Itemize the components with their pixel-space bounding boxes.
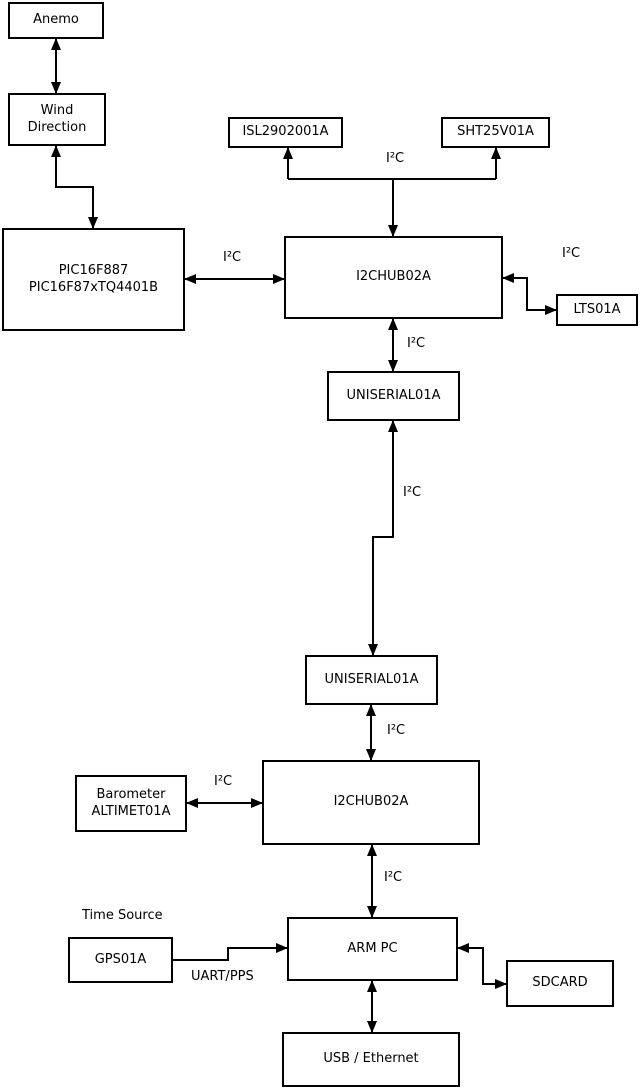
node-wind-direction-label-line2: Direction: [27, 119, 87, 135]
edge-gps-arm: [173, 943, 288, 961]
node-arm-pc-label: ARM PC: [347, 940, 398, 956]
edge-label-i2c-uniserial-hub2: I²C: [387, 723, 406, 738]
node-i2chub02a-bottom: I2CHUB02A: [262, 760, 480, 845]
edge-hub1-lts: [502, 273, 557, 315]
edge-arm-sdcard: [457, 943, 507, 989]
node-pic16f887: PIC16F887 PIC16F87xTQ4401B: [2, 228, 185, 331]
edge-wind-pic: [51, 145, 98, 229]
edge-uniserial-link: [368, 420, 398, 656]
node-uniserial01a-bottom: UNISERIAL01A: [305, 655, 438, 705]
node-anemo-label: Anemo: [33, 12, 79, 28]
node-anemo: Anemo: [8, 2, 104, 39]
edge-label-i2c-hub2-arm: I²C: [384, 870, 403, 885]
node-gps01a-label: GPS01A: [94, 951, 147, 967]
node-arm-pc: ARM PC: [287, 917, 458, 981]
node-barometer-label-line1: Barometer: [96, 786, 166, 802]
node-sdcard: SDCARD: [506, 960, 614, 1007]
edge-label-i2c-uniserial-link: I²C: [403, 485, 422, 500]
node-sdcard-label: SDCARD: [532, 975, 588, 991]
node-gps01a: GPS01A: [68, 937, 173, 983]
edge-label-time-source: Time Source: [82, 908, 163, 923]
edge-label-i2c-hub1-sensors: I²C: [386, 151, 405, 166]
node-pic16f887-label-line1: PIC16F887: [58, 262, 129, 278]
node-barometer-label-line2: ALTIMET01A: [91, 803, 171, 819]
node-usb-ethernet-label: USB / Ethernet: [323, 1051, 419, 1067]
node-lts01a-label: LTS01A: [573, 301, 621, 317]
node-isl2902001a-label: ISL2902001A: [242, 124, 329, 140]
node-uniserial01a-bottom-label: UNISERIAL01A: [324, 671, 419, 687]
node-wind-direction: Wind Direction: [8, 93, 106, 146]
edge-hub1-sensors: [283, 147, 501, 237]
node-barometer-altimet01a: Barometer ALTIMET01A: [75, 775, 187, 832]
node-sht25v01a-label: SHT25V01A: [457, 124, 534, 140]
edge-label-i2c-hub1-uniserial: I²C: [407, 336, 426, 351]
node-usb-ethernet: USB / Ethernet: [282, 1032, 460, 1087]
node-sht25v01a: SHT25V01A: [441, 117, 550, 148]
edge-label-i2c-pic-hub1: I²C: [223, 250, 242, 265]
node-wind-direction-label-line1: Wind: [40, 102, 74, 118]
edge-label-uart-pps: UART/PPS: [191, 969, 254, 984]
node-i2chub02a-top-label: I2CHUB02A: [356, 269, 431, 285]
node-lts01a: LTS01A: [556, 294, 638, 326]
node-pic16f887-label-line2: PIC16F87xTQ4401B: [28, 279, 159, 295]
node-isl2902001a: ISL2902001A: [228, 117, 343, 148]
edge-label-i2c-hub1-lts: I²C: [562, 246, 581, 261]
node-uniserial01a-top-label: UNISERIAL01A: [346, 387, 441, 403]
edge-label-i2c-barometer-hub2: I²C: [214, 774, 233, 789]
node-i2chub02a-top: I2CHUB02A: [284, 236, 503, 319]
node-i2chub02a-bottom-label: I2CHUB02A: [333, 794, 409, 810]
node-uniserial01a-top: UNISERIAL01A: [327, 371, 460, 421]
